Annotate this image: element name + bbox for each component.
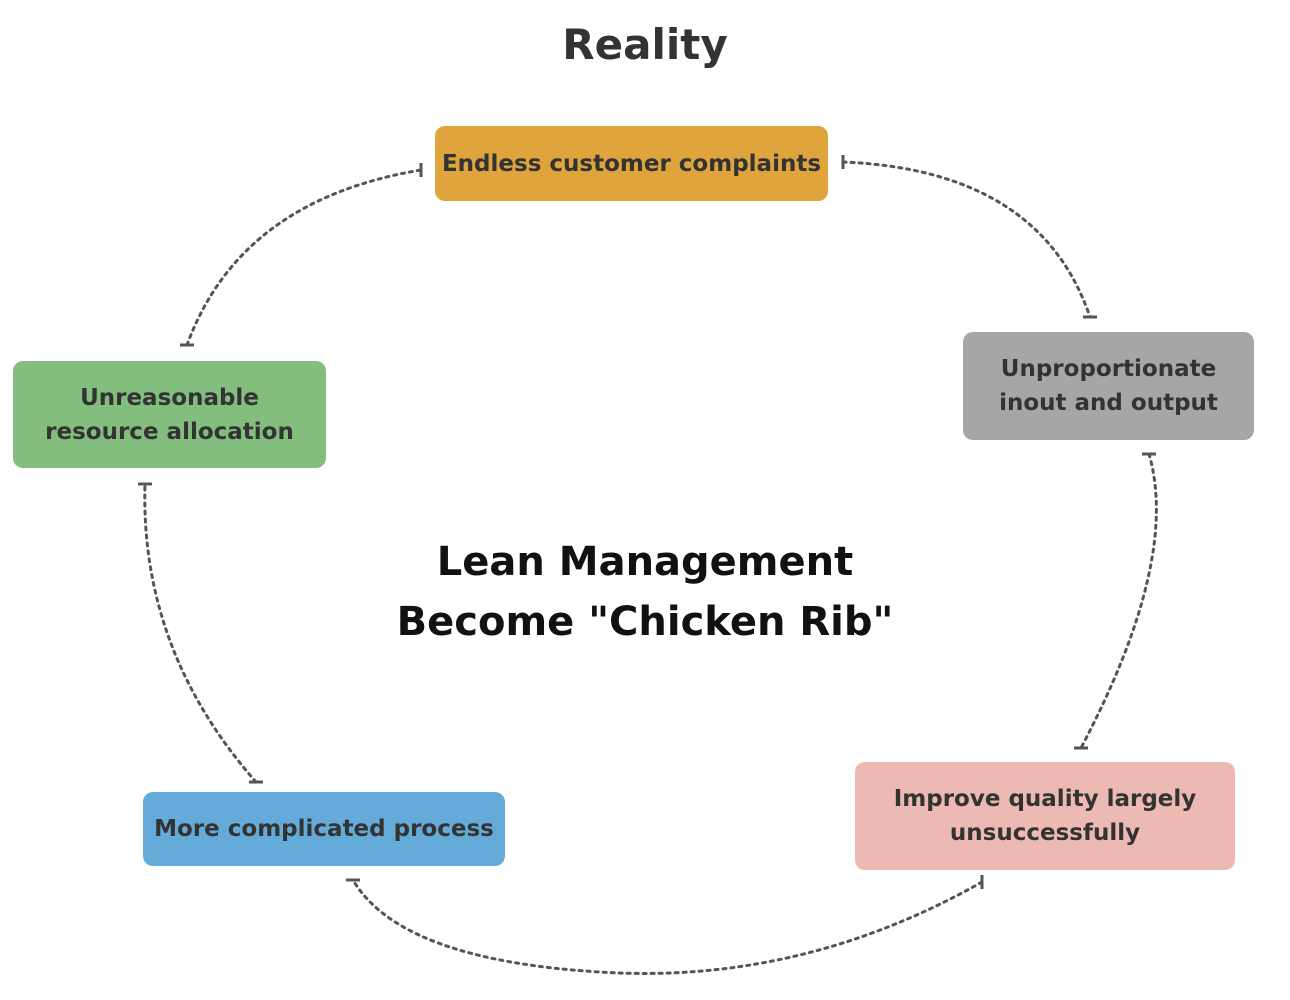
node-label-line: Unproportionate — [1000, 356, 1217, 382]
node-label-line: Improve quality largely — [893, 786, 1197, 812]
node-label-line: resource allocation — [45, 418, 294, 445]
connector-bottom-left-to-left — [143, 482, 258, 784]
node-label-line: unsuccessfully — [949, 820, 1141, 846]
node-more-complicated-process: More complicated process — [143, 792, 505, 866]
center-caption-line-1: Lean Management — [436, 539, 854, 585]
connector-right-to-bottom-right — [1079, 452, 1158, 750]
connector-bottom-right-to-bottom-left — [351, 878, 984, 975]
node-label-line: Unreasonable — [80, 384, 259, 411]
node-improve-quality: Improve quality largely unsuccessfully — [855, 762, 1235, 870]
center-caption: Lean Management Become "Chicken Rib" — [345, 532, 945, 652]
diagram-title: Reality — [562, 20, 728, 69]
node-label-line: Endless customer complaints — [441, 150, 822, 177]
node-label-line: inout and output — [999, 390, 1218, 416]
center-caption-line-2: Become "Chicken Rib" — [396, 599, 894, 645]
node-unreasonable-resource-allocation: Unreasonable resource allocation — [13, 361, 326, 468]
connector-top-to-right — [841, 160, 1092, 319]
node-unproportionate-input-output: Unproportionate inout and output — [963, 332, 1254, 440]
connector-left-to-top — [185, 168, 423, 347]
node-endless-customer-complaints: Endless customer complaints — [435, 126, 828, 201]
node-label-line: More complicated process — [154, 816, 494, 842]
